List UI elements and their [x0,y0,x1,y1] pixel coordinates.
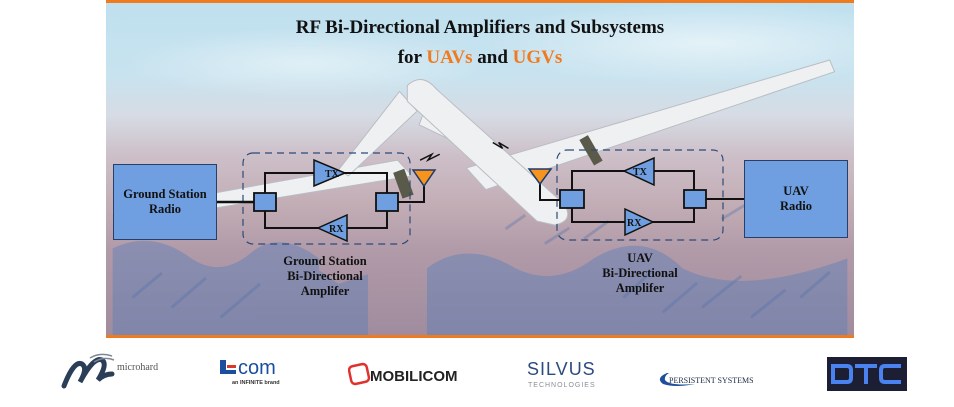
uav-rx-amplifier-icon [624,207,655,237]
persistent-swoosh-icon [659,373,695,386]
l-com-subtitle: an INFINITE brand [232,380,280,386]
ground-rx-label: RX [329,224,344,235]
ground-amp-caption-line3: Amplifer [300,284,350,298]
ground-amp-caption-line1: Ground Station [283,254,367,268]
ground-amp-caption: Ground Station Bi-Directional Amplifer [260,254,390,299]
uav-antenna-icon [527,168,553,186]
uav-amp-caption: UAV Bi-Directional Amplifer [575,251,705,296]
l-com-wordmark: com [238,357,276,379]
title-ugvs-text: UGVs [512,47,563,68]
ground-radio-line1: Ground Station [123,187,207,201]
uav-radio-line1: UAV [783,184,809,198]
logo-dtc[interactable] [827,357,907,391]
uav-radio-line2: Radio [780,199,812,213]
ground-rx-amplifier-icon [316,213,348,243]
partner-logos-row: microhard com an INFINITE brand MOBILICO… [0,340,954,407]
logo-persistent-systems[interactable]: PERSISTENT SYSTEMS [655,370,780,390]
ground-amp-caption-line2: Bi-Directional [287,269,363,283]
svg-text:PERSISTENT SYSTEMS: PERSISTENT SYSTEMS [669,376,754,385]
ground-antenna-icon [411,169,437,188]
banner-title-line1: RF Bi-Directional Amplifiers and Subsyst… [295,17,665,38]
title-for-text: for [397,47,427,68]
logo-microhard[interactable]: microhard [60,350,170,390]
ground-right-coupler [375,192,399,212]
ground-radio-line2: Radio [149,202,181,216]
title-uavs-text: UAVs [426,47,473,68]
ground-amp-enclosure [242,152,411,245]
logo-mobilicom[interactable]: MOBILICOM [347,362,478,388]
logo-l-com[interactable]: com an INFINITE brand [218,356,308,390]
uav-tx-amplifier-icon [622,156,655,187]
ground-tx-amplifier-icon [313,158,347,188]
logo-silvus[interactable]: SILVUS TECHNOLOGIES [525,358,605,390]
ground-left-coupler [253,192,277,212]
title-and-text: and [472,47,513,68]
uav-amp-caption-line2: Bi-Directional [602,266,678,280]
svg-text:SILVUS: SILVUS [527,359,596,379]
uav-tx-label: TX [633,167,648,178]
uav-right-coupler [683,189,707,209]
uav-amp-caption-line1: UAV [627,251,653,265]
svg-text:MOBILICOM: MOBILICOM [370,368,458,385]
svg-text:microhard: microhard [117,362,158,373]
uav-left-coupler [559,189,585,209]
microhard-m-icon: microhard [61,353,158,389]
uav-rx-label: RX [627,218,642,229]
ground-tx-label: TX [325,169,340,180]
banner-title-line2: for UAVs and UGVs [106,47,854,69]
rf-block-diagram: TX RX TX RX [217,149,744,245]
svg-text:TECHNOLOGIES: TECHNOLOGIES [528,382,596,389]
mobilicom-icon [347,362,371,386]
uav-amp-caption-line3: Amplifer [615,281,665,295]
uav-amp-enclosure [556,149,724,241]
